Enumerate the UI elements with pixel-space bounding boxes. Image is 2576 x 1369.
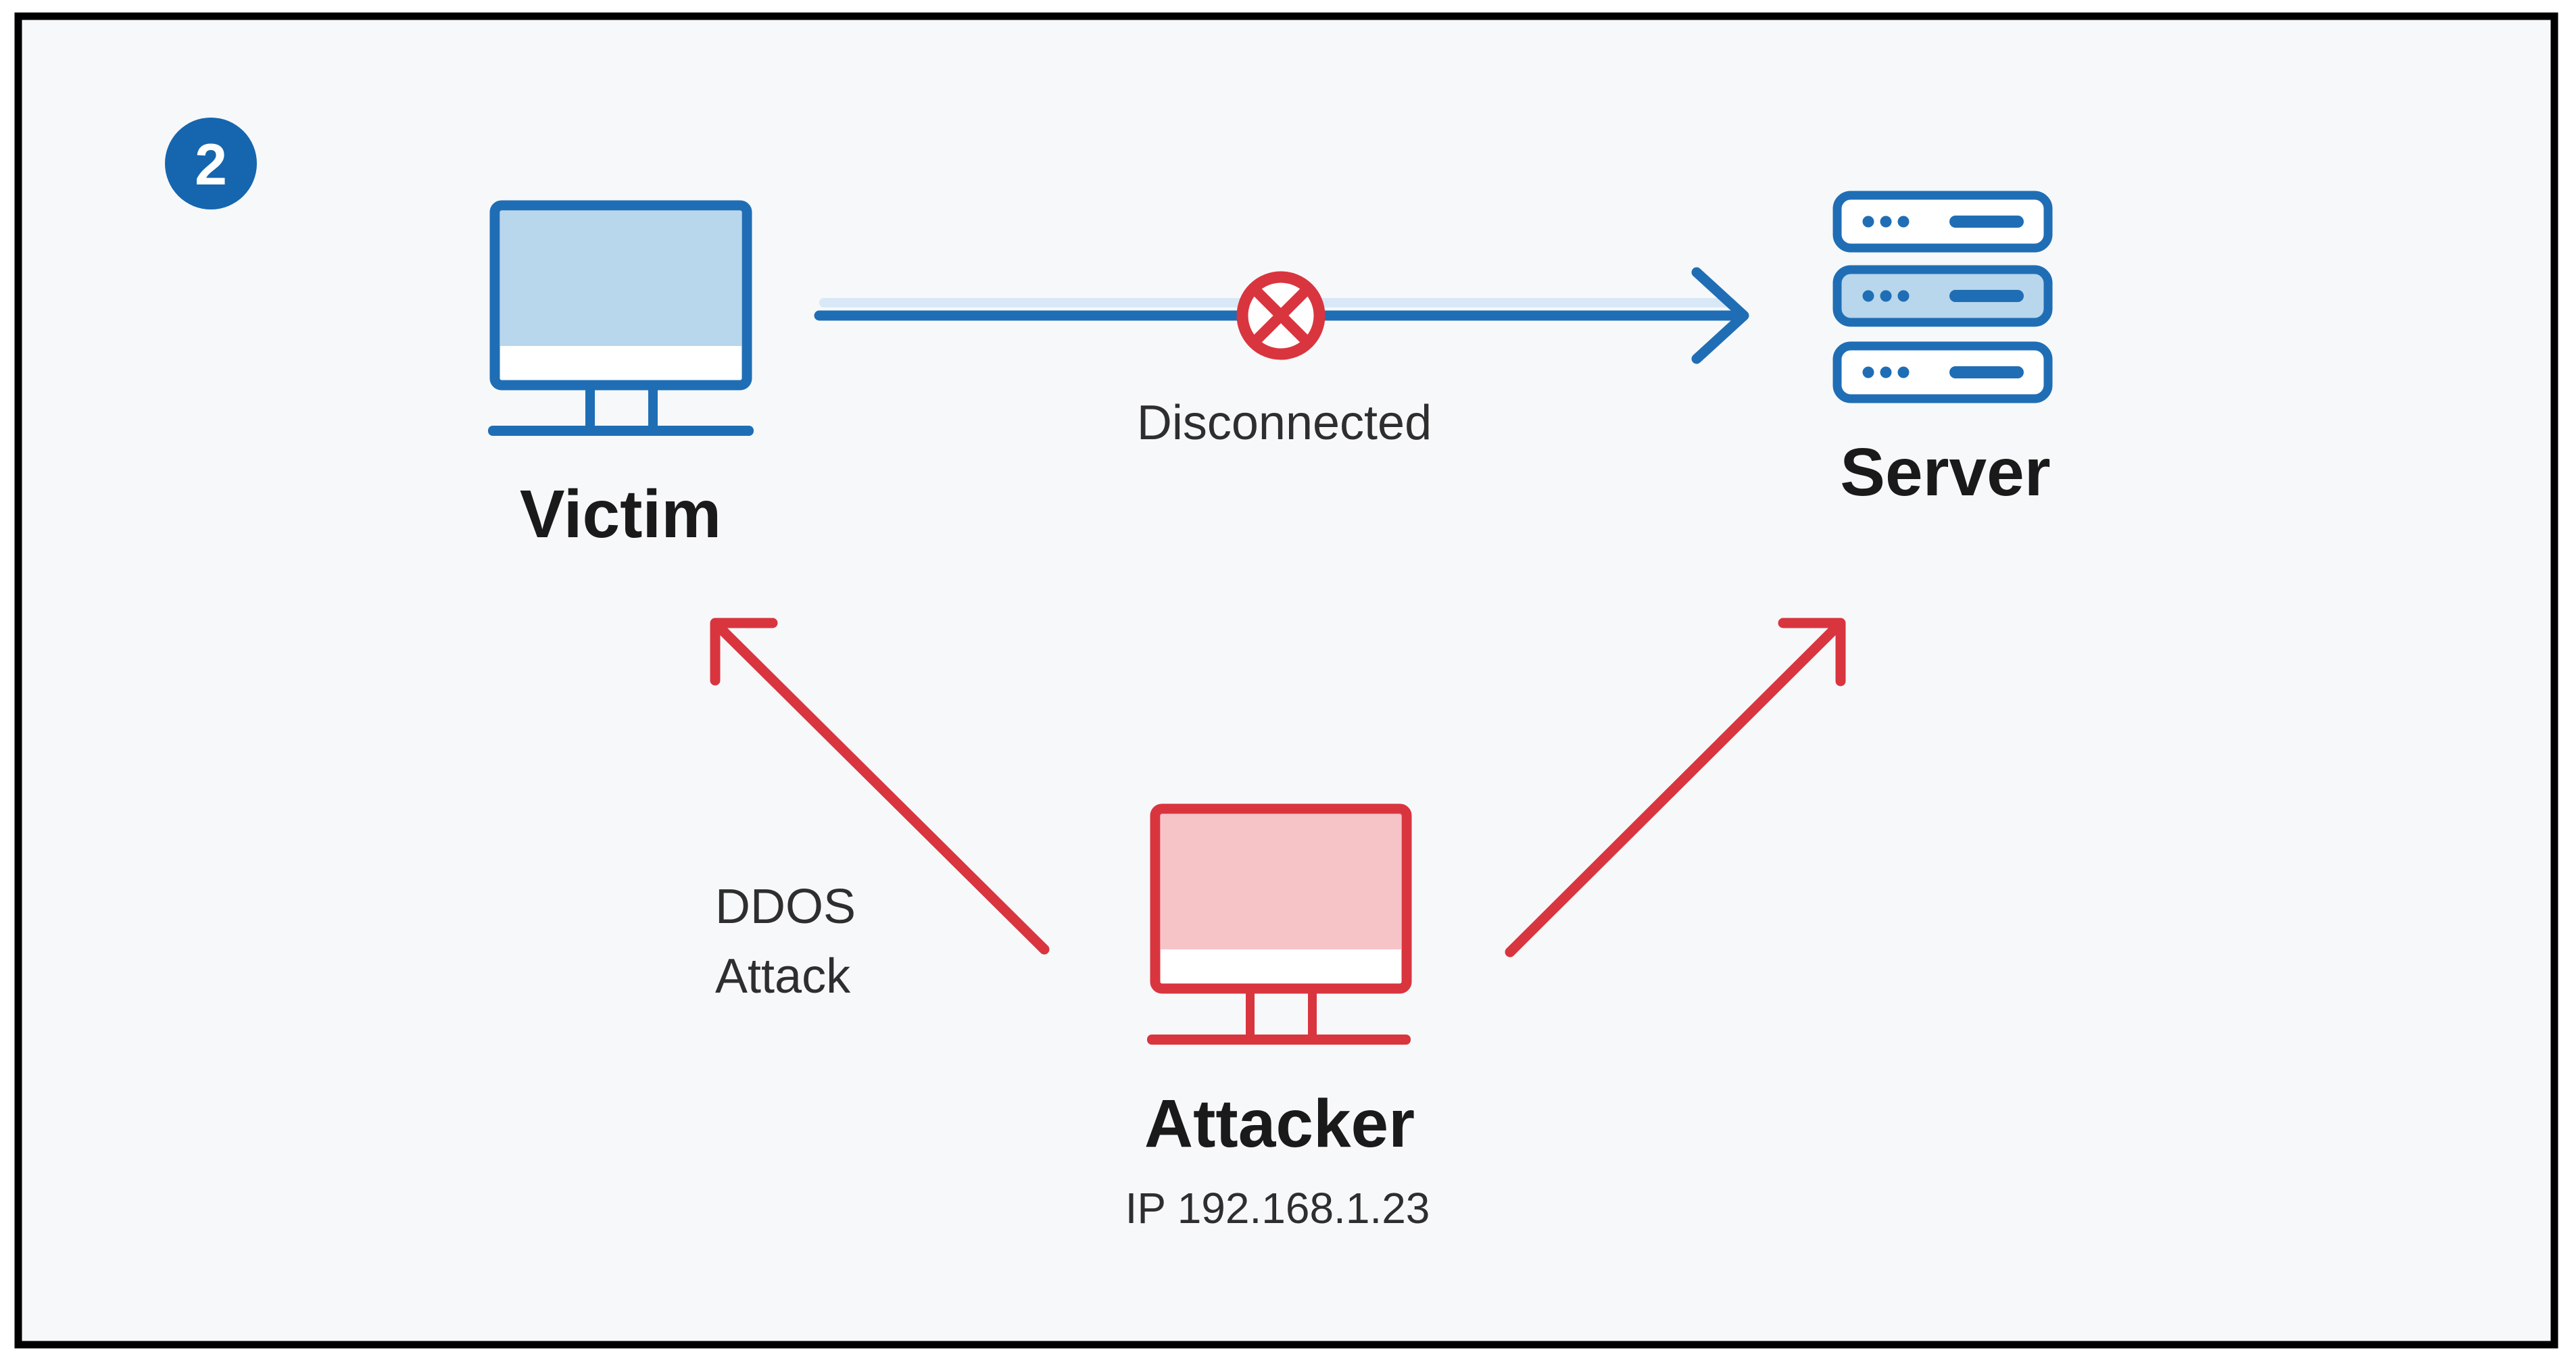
arrowhead-right-icon — [1691, 267, 1749, 364]
step-badge: 2 — [165, 118, 257, 209]
arrowhead-up-right-icon — [1778, 618, 1846, 687]
server-stack-icon — [1832, 191, 2053, 403]
blocked-x-circle-icon — [1236, 271, 1326, 360]
monitor-stand-leg — [1246, 993, 1255, 1035]
monitor-stand-base — [488, 426, 754, 436]
server-unit — [1837, 346, 2048, 399]
monitor-frame — [489, 200, 752, 391]
server-led — [1862, 366, 1874, 378]
attack-label-line1: DDOS — [715, 880, 856, 934]
monitor-frame — [1150, 803, 1412, 994]
victim-label: Victim — [520, 476, 721, 552]
server-unit-frame — [1832, 265, 2053, 327]
attack-line — [714, 622, 1050, 955]
server-led — [1897, 290, 1910, 302]
monitor-stand-base — [1147, 1035, 1411, 1045]
blocked-x-stroke — [1250, 284, 1312, 347]
edge-victim-server: Disconnected — [814, 267, 1749, 450]
server-node: Server — [1832, 191, 2053, 510]
arrowhead-up-left-icon — [710, 618, 778, 686]
server-label: Server — [1840, 434, 2050, 510]
monitor-screen — [1161, 814, 1401, 949]
desktop-computer-icon — [1147, 803, 1412, 1045]
edge-status-label: Disconnected — [1137, 396, 1432, 450]
server-led — [1862, 290, 1874, 302]
desktop-computer-icon — [488, 200, 754, 436]
step-badge-circle — [165, 118, 257, 209]
edge-attacker-victim: DDOS Attack — [710, 618, 1050, 1003]
monitor-stand-leg — [585, 390, 595, 432]
victim-node: Victim — [488, 200, 754, 552]
step-badge-number: 2 — [195, 132, 227, 197]
server-led — [1862, 216, 1874, 228]
monitor-screen — [500, 211, 742, 346]
server-unit-frame — [1832, 191, 2053, 253]
attacker-ip-label: IP 192.168.1.23 — [1125, 1184, 1430, 1233]
server-drive-slot — [1949, 290, 2024, 302]
canvas-border — [14, 12, 2558, 1349]
attack-line — [1505, 622, 1841, 957]
server-drive-slot — [1949, 366, 2024, 378]
monitor-stand-leg — [1308, 993, 1317, 1035]
attacker-node: Attacker IP 192.168.1.23 — [1125, 803, 1430, 1233]
server-led — [1880, 366, 1892, 378]
attacker-label: Attacker — [1144, 1086, 1415, 1162]
server-led — [1880, 216, 1892, 228]
server-unit — [1837, 195, 2048, 248]
server-unit-frame — [1832, 341, 2053, 403]
monitor-stand-leg — [648, 390, 658, 432]
attack-label-line2: Attack — [715, 949, 851, 1003]
server-drive-slot — [1949, 216, 2024, 228]
edge-attacker-server — [1505, 618, 1846, 957]
server-led — [1897, 366, 1910, 378]
server-unit — [1837, 270, 2048, 322]
server-led — [1880, 290, 1892, 302]
server-led — [1897, 216, 1910, 228]
